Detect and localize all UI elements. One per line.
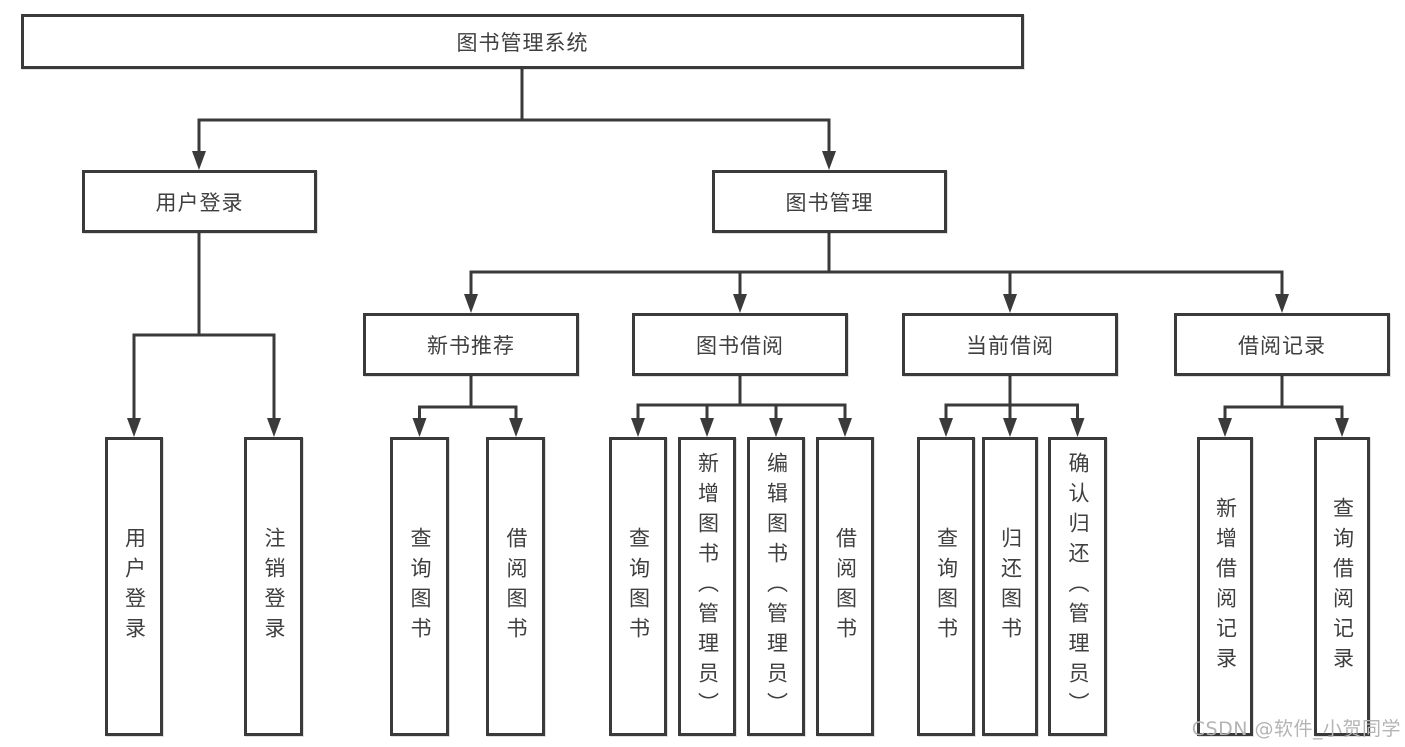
node-new-book-recommendation: 新书推荐 [363,313,579,376]
watermark-csdn: CSDN @软件_小贺同学 [1191,718,1401,740]
leaf-label: 查询借阅记录 [1330,496,1355,677]
node-label: 借阅记录 [1238,333,1326,358]
node-label: 图书管理 [785,190,874,215]
leaf-label: 用户登录 [122,526,147,647]
node-user-login: 用户登录 [82,170,317,233]
leaf-label: 新增借阅记录 [1213,496,1238,677]
leaf-label: 确认归还（管理员） [1066,451,1090,722]
leaf-label: 新增图书（管理员） [695,451,720,722]
leaf-logout: 注销登录 [244,437,303,736]
leaf-borrowing-query-books: 查询图书 [609,437,667,736]
leaf-newbook-query-books: 查询图书 [390,437,449,736]
node-label: 图书管理系统 [456,30,589,55]
node-library-management-system: 图书管理系统 [21,14,1024,69]
leaf-label: 查询图书 [626,526,651,647]
node-label: 当前借阅 [966,333,1054,358]
leaf-label: 查询图书 [934,526,959,647]
node-book-borrowing: 图书借阅 [632,313,848,376]
leaf-label: 注销登录 [262,526,286,647]
leaf-label: 借阅图书 [504,526,528,647]
leaf-current-confirm-return-admin: 确认归还（管理员） [1048,437,1107,736]
leaf-borrowing-borrow-books: 借阅图书 [816,437,874,736]
node-label: 图书借阅 [696,333,784,358]
leaf-borrowing-edit-books-admin: 编辑图书（管理员） [747,437,805,736]
node-current-borrowing: 当前借阅 [902,313,1118,376]
leaf-current-return-books: 归还图书 [982,437,1038,736]
node-label: 新书推荐 [427,333,515,358]
leaf-newbook-borrow-books: 借阅图书 [486,437,545,736]
leaf-label: 借阅图书 [833,526,858,647]
leaf-current-query-books: 查询图书 [917,437,975,736]
leaf-records-add-borrow-record: 新增借阅记录 [1197,437,1253,736]
leaf-label: 归还图书 [998,526,1023,647]
leaf-borrowing-add-books-admin: 新增图书（管理员） [678,437,736,736]
node-label: 用户登录 [155,190,244,215]
leaf-label: 编辑图书（管理员） [764,451,789,722]
leaf-user-login: 用户登录 [105,437,163,736]
leaf-label: 查询图书 [408,526,432,647]
leaf-records-query-borrow-record: 查询借阅记录 [1314,437,1370,736]
node-borrowing-records: 借阅记录 [1174,313,1390,376]
node-book-management: 图书管理 [712,170,947,233]
